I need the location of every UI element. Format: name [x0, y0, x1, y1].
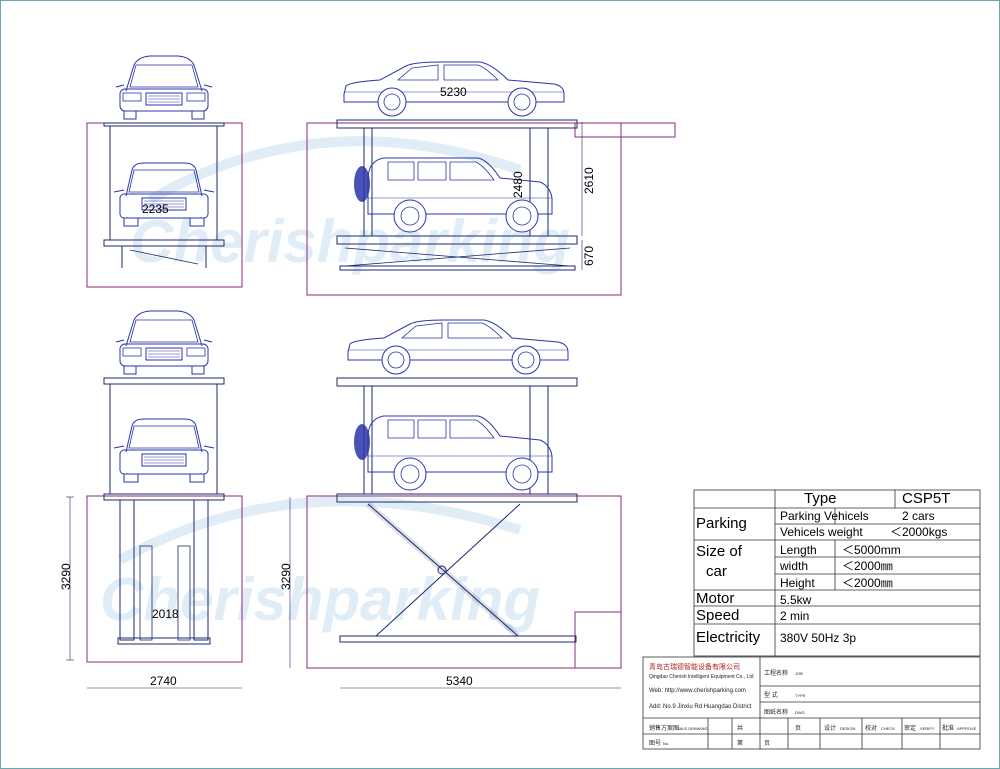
dwg-en: DWG: [795, 710, 805, 715]
motor-value: 5.5kw: [780, 593, 812, 607]
sheet-page-cn: 页: [764, 741, 771, 747]
suv-front-icon-2: [113, 418, 215, 483]
dim-670: 670: [582, 246, 596, 266]
approve-en: APPROVE: [957, 726, 977, 731]
dim-2740: 2740: [150, 674, 177, 688]
watermark: Cherishparking Cherishparking: [100, 136, 570, 633]
company-address: Add: No.9 Jinxiu Rd Huangdao District: [649, 704, 752, 710]
vehicels-weight-value: ＜2000kgs: [890, 525, 948, 539]
design-cn: 设计: [824, 726, 837, 732]
width-value: ＜2000㎜: [842, 559, 893, 573]
pit-outline-side: [306, 122, 622, 296]
type-en: TYPE: [795, 693, 806, 698]
parking-vehicels-value: 2 cars: [902, 509, 935, 523]
electricity-value: 380V 50Hz 3p: [780, 631, 857, 645]
type-value: CSP5T: [902, 490, 951, 507]
height-value: ＜2000㎜: [842, 576, 893, 590]
motor-label: Motor: [696, 590, 735, 607]
spec-table: Type CSP5T Parking Parking Vehicels 2 ca…: [694, 490, 980, 656]
length-value: ＜5000mm: [842, 543, 901, 557]
dim-3290-side: 3290: [279, 563, 293, 590]
front-view-pit: 2235: [86, 55, 243, 288]
no-cn: 图号: [649, 741, 662, 747]
parking-label: Parking: [696, 515, 747, 532]
size-label-1: Size of: [696, 543, 742, 560]
title-block-grid: [642, 656, 981, 750]
page-cn: 页: [795, 726, 802, 732]
company-en: Qingdao Cherish Intelligent Equipment Co…: [649, 674, 754, 680]
dim-2235: 2235: [142, 202, 169, 216]
type-cn: 型 式: [764, 693, 778, 699]
dim-3290-front: 3290: [59, 563, 73, 590]
no-en: No.: [663, 741, 670, 746]
side-view-pit: 5230 2480 2610 670: [306, 61, 676, 296]
spec-table-grid: [693, 489, 981, 657]
suv-side-icon-2: [353, 415, 553, 491]
dim-2018: 2018: [152, 607, 179, 621]
speed-value: 2 min: [780, 609, 810, 623]
speed-label: Speed: [696, 607, 740, 624]
verify-cn: 审定: [904, 726, 917, 732]
sheet-cn: 第: [737, 741, 744, 747]
sedan-front-icon-2: [115, 310, 213, 375]
height-label: Height: [780, 576, 815, 590]
sale-cn: 销售方案图: [649, 726, 680, 732]
design-en: DESIGN: [840, 726, 856, 731]
total-cn: 共: [737, 726, 744, 732]
title-block: 青岛古瑞德智能设备有限公司 Qingdao Cherish Intelligen…: [643, 657, 980, 749]
dim-2610: 2610: [582, 167, 596, 194]
size-label-2: car: [706, 563, 727, 580]
parking-vehicels-label: Parking Vehicels: [780, 509, 869, 523]
watermark-text-top: Cherishparking: [130, 208, 570, 275]
dim-5340: 5340: [446, 674, 473, 688]
type-label: Type: [804, 490, 837, 507]
sedan-side-icon-2: [347, 319, 569, 375]
job-en: JOB: [795, 671, 803, 676]
company-web: Web: http://www.cherishparking.com: [649, 688, 746, 694]
dim-2480: 2480: [511, 171, 525, 198]
watermark-text-bottom: Cherishparking: [100, 566, 540, 633]
electricity-label: Electricity: [696, 629, 761, 646]
job-cn: 工程名称: [764, 671, 789, 677]
width-label: width: [780, 559, 809, 573]
approve-cn: 批准: [942, 726, 955, 732]
check-cn: 校对: [865, 726, 878, 732]
side-view-ground: 3290 5340: [279, 319, 622, 689]
dwg-cn: 图纸名称: [764, 710, 789, 716]
company-cn: 青岛古瑞德智能设备有限公司: [649, 664, 740, 671]
sedan-front-icon: [115, 55, 213, 120]
verify-en: VERIFY: [920, 726, 935, 731]
dim-5230: 5230: [440, 85, 467, 99]
vehicels-weight-label: Vehicels weight: [780, 525, 863, 539]
length-label: Length: [780, 543, 817, 557]
sale-en: SALE DRAWING: [677, 726, 708, 731]
front-view-ground: 3290 2018 2740: [59, 310, 243, 689]
check-en: CHECK: [881, 726, 896, 731]
